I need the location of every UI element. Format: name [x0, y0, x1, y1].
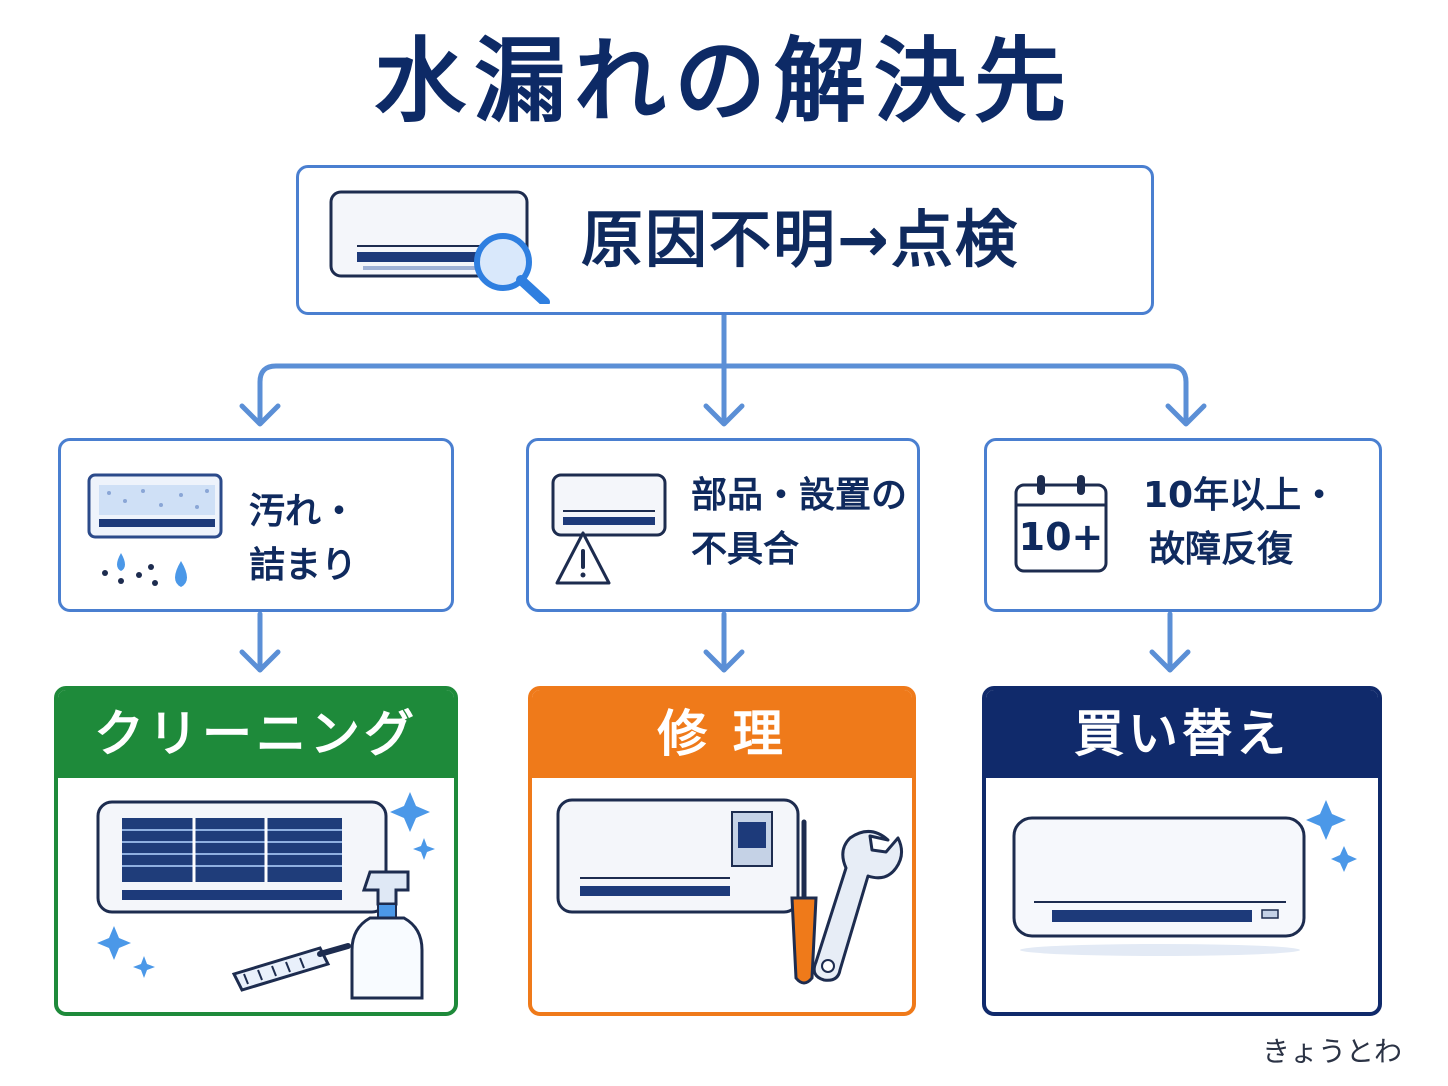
ac-unit-magnifier-icon: [329, 190, 550, 304]
root-label: 原因不明→点検: [581, 203, 1019, 276]
root-box: 原因不明→点検: [296, 165, 1154, 315]
cause-box-parts: 部品・設置の 不具合: [526, 438, 920, 612]
page-title: 水漏れの解決先: [373, 28, 1074, 135]
credit-text: きょうとわ: [1261, 1036, 1402, 1067]
repair-ac-tools-icon: [556, 798, 903, 985]
solution-cleaning-header: クリーニング: [58, 690, 454, 778]
solution-cleaning: クリーニング: [54, 686, 458, 1016]
arrow-head-center-down: [703, 649, 745, 673]
cause-text-dirt: 汚れ・ 詰まり: [249, 485, 357, 593]
solution-repair-header: 修 理: [532, 690, 912, 778]
cleaning-ac-spray-brush-icon: [96, 792, 435, 1000]
arrow-head-center: [703, 403, 745, 427]
cause-box-age: 10+ 10年以上・ 故障反復: [984, 438, 1382, 612]
solution-replace-header: 買い替え: [986, 690, 1378, 778]
cause-line2: 故障反復: [1149, 529, 1294, 570]
cause-line2: 詰まり: [249, 545, 358, 586]
ac-warning-icon: [551, 473, 667, 585]
arrow-head-right: [1165, 403, 1207, 427]
calendar-text: 10+: [1018, 515, 1104, 559]
arrow-head-right-down: [1149, 649, 1191, 673]
cause-line1: 汚れ・: [249, 491, 358, 532]
cause-line1: 10年以上・: [1143, 475, 1338, 516]
solution-repair: 修 理: [528, 686, 916, 1016]
solution-replace: 買い替え: [982, 686, 1382, 1016]
arrow-head-left-down: [239, 649, 281, 673]
cause-line1: 部品・設置の: [691, 475, 908, 516]
new-ac-sparkle-icon: [1012, 800, 1357, 956]
cause-line2: 不具合: [691, 529, 800, 570]
connector-branch: [257, 363, 1189, 421]
calendar-icon: 10+: [1013, 475, 1109, 575]
arrow-head-left: [239, 403, 281, 427]
cause-text-parts: 部品・設置の 不具合: [691, 469, 907, 577]
cause-text-age: 10年以上・ 故障反復: [1143, 469, 1337, 577]
dirty-ac-drip-icon: [87, 473, 223, 587]
cause-box-dirt: 汚れ・ 詰まり: [58, 438, 454, 612]
